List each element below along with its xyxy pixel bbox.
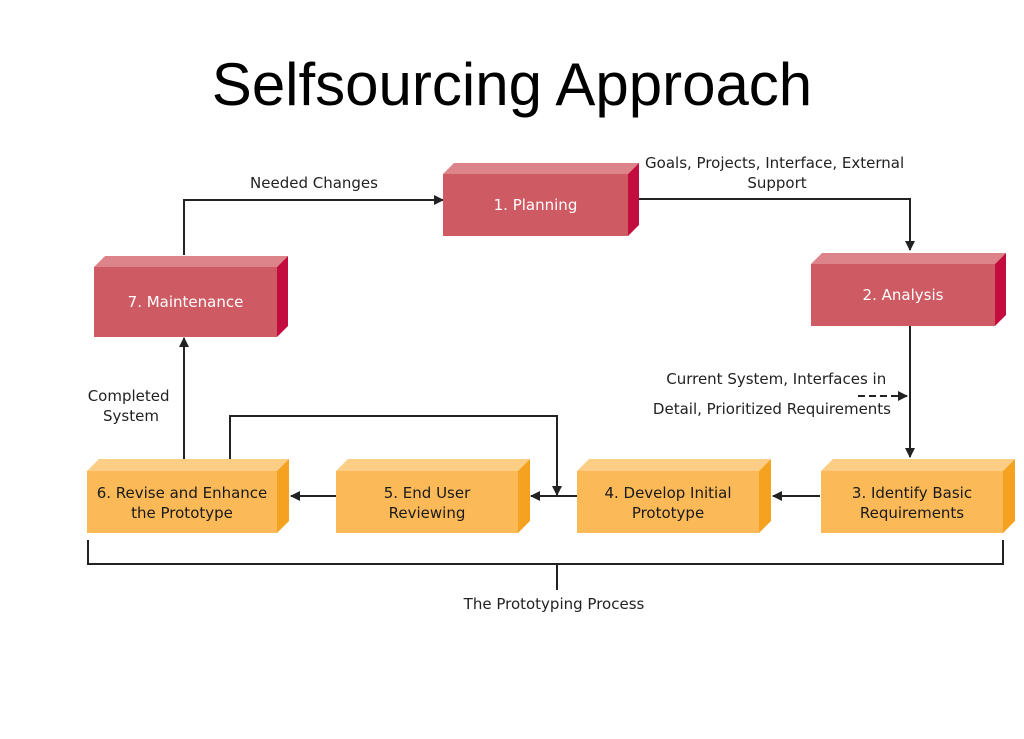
completed-system-label: Completed System (88, 387, 175, 425)
step-identify-requirements-label-line-1: 3. Identify Basic (852, 484, 972, 502)
step-analysis-top-face (811, 253, 1006, 264)
step-planning-front-face (443, 174, 628, 236)
current-system-label-line-1: Current System, Interfaces in (666, 370, 886, 388)
step-identify-requirements-front-face (821, 471, 1003, 533)
step-maintenance-label: 7. Maintenance (128, 293, 244, 311)
step-end-user-reviewing-label-line-2: Reviewing (389, 504, 466, 522)
step-end-user-reviewing-side-face (518, 459, 530, 533)
step-maintenance-top-face (94, 256, 288, 267)
step-develop-prototype-top-face (577, 459, 771, 471)
maintenance-to-planning-arrow (183, 195, 444, 255)
step-revise-prototype-label: 6. Revise and Enhance the Prototype (97, 484, 268, 522)
current-system-label: Current System, Interfaces in Detail, Pr… (653, 370, 891, 418)
step-identify-requirements-side-face (1003, 459, 1015, 533)
prototyping-process-label: The Prototyping Process (463, 595, 645, 613)
step-end-user-reviewing-front-face (336, 471, 518, 533)
planning-to-analysis-arrow (638, 198, 915, 251)
annotations: Needed Changes Goals, Projects, Interfac… (88, 154, 909, 613)
step-analysis: 2. Analysis (811, 253, 1006, 326)
goals-label-line-1: Goals, Projects, Interface, External (645, 154, 904, 172)
step-analysis-label: 2. Analysis (863, 286, 944, 304)
step-revise-prototype-front-face (87, 471, 277, 533)
prototyping-process-bracket (87, 540, 1004, 590)
step-develop-prototype-label-line-1: 4. Develop Initial (604, 484, 731, 502)
connectors (87, 195, 1004, 590)
step-analysis-side-face (995, 253, 1006, 326)
step-identify-requirements-top-face (821, 459, 1015, 471)
step-revise-prototype-label-line-2: the Prototype (131, 504, 233, 522)
step-revise-prototype: 6. Revise and Enhance the Prototype (87, 459, 289, 533)
step-maintenance-side-face (277, 256, 288, 337)
goals-label: Goals, Projects, Interface, External Sup… (645, 154, 909, 192)
revise-feedback-loop-arrow (229, 415, 562, 496)
step-planning-side-face (628, 163, 639, 236)
step-maintenance-front-face (94, 267, 277, 337)
goals-label-line-2: Support (747, 174, 806, 192)
step-revise-prototype-label-line-1: 6. Revise and Enhance (97, 484, 268, 502)
step-revise-prototype-top-face (87, 459, 289, 471)
step-end-user-reviewing-label-line-1: 5. End User (384, 484, 471, 502)
step-revise-prototype-side-face (277, 459, 289, 533)
step-develop-prototype-front-face (577, 471, 759, 533)
needed-changes-label: Needed Changes (250, 174, 378, 192)
step-develop-prototype-side-face (759, 459, 771, 533)
step-planning-top-face (443, 163, 639, 174)
step-maintenance: 7. Maintenance (94, 256, 288, 337)
step-planning: 1. Planning (443, 163, 639, 236)
step-end-user-reviewing-top-face (336, 459, 530, 471)
completed-system-label-line-2: System (103, 407, 159, 425)
step-identify-requirements-label-line-2: Requirements (860, 504, 964, 522)
step-analysis-front-face (811, 264, 995, 326)
completed-system-label-line-1: Completed (88, 387, 170, 405)
current-system-label-line-2: Detail, Prioritized Requirements (653, 400, 891, 418)
slide-title: Selfsourcing Approach (211, 51, 813, 118)
step-develop-prototype-label-line-2: Prototype (632, 504, 704, 522)
step-planning-label: 1. Planning (494, 196, 578, 214)
